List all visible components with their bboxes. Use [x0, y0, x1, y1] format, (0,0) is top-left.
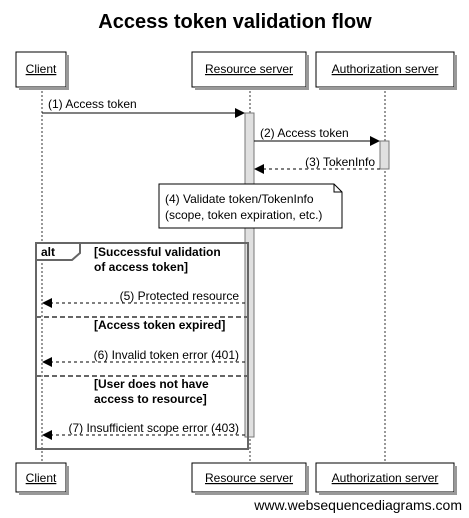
- participant-client-label: Client: [26, 62, 57, 76]
- participant-resource-server-label: Resource server: [205, 62, 293, 76]
- resource-server-activation: [244, 112, 255, 438]
- message-5: (5) Protected resource: [42, 289, 245, 308]
- message-1: (1) Access token: [42, 97, 245, 118]
- message-6-label: (6) Invalid token error (401): [94, 348, 239, 362]
- message-2-label: (2) Access token: [260, 126, 349, 140]
- authorization-server-activation: [379, 140, 390, 170]
- alt-guard-1-line1: [Successful validation: [94, 245, 221, 259]
- message-1-label: (1) Access token: [48, 97, 137, 111]
- note-4-line2: (scope, token expiration, etc.): [165, 208, 322, 222]
- participant-resource-server-bottom: Resource server: [191, 462, 309, 495]
- participant-client-top: Client: [15, 51, 69, 90]
- message-7: (7) Insufficient scope error (403): [42, 421, 245, 440]
- message-3: (3) TokenInfo: [254, 155, 380, 174]
- alt-tab: [35, 242, 81, 261]
- message-7-label: (7) Insufficient scope error (403): [68, 421, 239, 435]
- alt-guard-1-line2: of access token]: [94, 260, 188, 274]
- participant-authorization-server-bottom-label: Authorization server: [332, 471, 439, 485]
- participant-resource-server-bottom-label: Resource server: [205, 471, 293, 485]
- participant-authorization-server-top: Authorization server: [315, 51, 457, 90]
- message-3-label: (3) TokenInfo: [305, 155, 375, 169]
- diagram-title: Access token validation flow: [98, 11, 372, 33]
- alt-keyword: alt: [41, 245, 55, 259]
- participant-authorization-server-bottom: Authorization server: [315, 462, 457, 495]
- participant-client-bottom: Client: [15, 462, 69, 495]
- alt-guard-3-line2: access to resource]: [94, 392, 207, 406]
- footer-watermark: www.websequencediagrams.com: [253, 497, 462, 513]
- participant-client-bottom-label: Client: [26, 471, 57, 485]
- alt-guard-3-line1: [User does not have: [94, 377, 209, 391]
- message-5-label: (5) Protected resource: [120, 289, 240, 303]
- participant-resource-server-top: Resource server: [191, 51, 309, 90]
- participant-authorization-server-label: Authorization server: [332, 62, 439, 76]
- note-4: (4) Validate token/TokenInfo (scope, tok…: [158, 183, 343, 229]
- message-2: (2) Access token: [254, 126, 380, 146]
- alt-guard-2: [Access token expired]: [94, 318, 225, 332]
- message-6: (6) Invalid token error (401): [42, 348, 245, 367]
- note-4-line1: (4) Validate token/TokenInfo: [165, 192, 314, 206]
- alt-frame: [35, 242, 249, 450]
- alt-fragment: alt [Successful validation of access tok…: [35, 242, 249, 450]
